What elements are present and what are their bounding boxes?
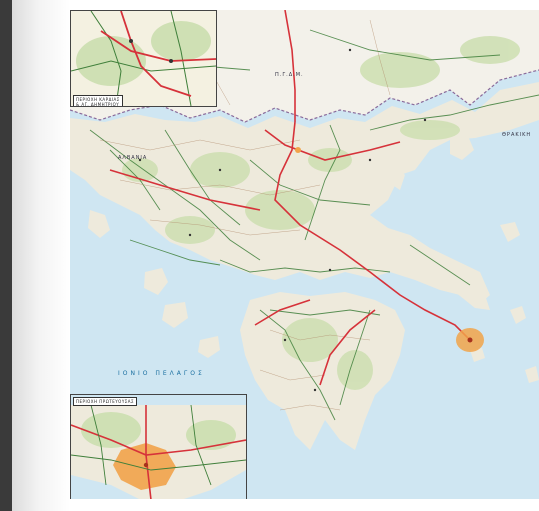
athens-urban-area (456, 328, 484, 352)
inset-karditsa-map[interactable]: ΠΕΡΙΟΧΗ ΚΑΡΔΙΑΣ & ΑΓ. ΔΗΜΗΤΡΙΟΥ (70, 10, 217, 107)
side-panel (0, 0, 12, 511)
inset-capital-map[interactable]: ΠΕΡΙΟΧΗ ΠΡΩΤΕΥΟΥΣΑΣ (70, 394, 247, 499)
albania-label: ΑΛΒΑΝΙΑ (118, 155, 148, 161)
inset-karditsa-title: ΠΕΡΙΟΧΗ ΚΑΡΔΙΑΣ & ΑΓ. ΔΗΜΗΤΡΙΟΥ (73, 95, 123, 107)
inset-karditsa-canvas (71, 11, 216, 106)
thrace-label: ΘΡΑΚΙΚΗ (502, 132, 532, 138)
greece-road-map[interactable]: Π.Γ.Δ.Μ. ΑΛΒΑΝΙΑ ΘΡΑΚΙΚΗ ΙΟΝΙΟ ΠΕΛΑΓΟΣ (70, 10, 539, 499)
inset-capital-title: ΠΕΡΙΟΧΗ ΠΡΩΤΕΥΟΥΣΑΣ (73, 397, 138, 406)
inset-karditsa-title-line1: ΠΕΡΙΟΧΗ ΚΑΡΔΙΑΣ (76, 97, 120, 102)
ionian-sea-label: ΙΟΝΙΟ ΠΕΛΑΓΟΣ (118, 370, 205, 377)
inset-capital-canvas (71, 395, 246, 499)
fyrom-label: Π.Γ.Δ.Μ. (275, 72, 304, 78)
viewer-gutter (12, 0, 70, 511)
inset-karditsa-title-line2: & ΑΓ. ΔΗΜΗΤΡΙΟΥ (76, 102, 120, 107)
